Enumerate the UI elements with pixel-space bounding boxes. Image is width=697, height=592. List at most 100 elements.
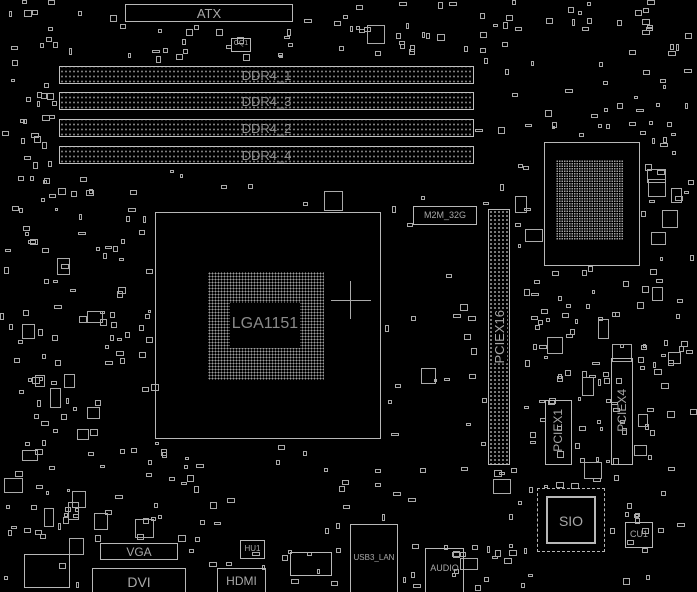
- usb-lan-connector[interactable]: USB3_LAN: [350, 524, 398, 592]
- m2-slot[interactable]: M2M_32G: [413, 206, 477, 225]
- smd-pad: [556, 482, 564, 489]
- smd-pad: [504, 68, 510, 75]
- smd-pad: [41, 354, 46, 360]
- smd-pad: [227, 498, 235, 503]
- smd-pad: [504, 557, 512, 565]
- smd-pad: [460, 558, 479, 570]
- dimm-slot-ddr4-4[interactable]: DDR4_4: [59, 146, 474, 164]
- dimm-label: DDR4_2: [241, 120, 292, 136]
- smd-pad: [668, 466, 675, 471]
- smd-pad: [602, 81, 609, 86]
- smd-pad: [49, 465, 56, 470]
- vga-label: VGA: [126, 545, 152, 559]
- smd-pad: [275, 460, 281, 465]
- smd-pad: [385, 325, 390, 332]
- smd-pad: [125, 332, 130, 339]
- smd-pad: [640, 365, 645, 371]
- pcie-x16-slot[interactable]: PCIEX16: [488, 209, 510, 465]
- smd-pad: [41, 440, 47, 446]
- hdmi-connector[interactable]: HDMI: [217, 568, 266, 592]
- dimm-slot-ddr4-1[interactable]: DDR4_1: [59, 66, 474, 84]
- smd-pad: [24, 231, 29, 236]
- smd-pad: [109, 312, 116, 319]
- smd-pad: [128, 207, 136, 212]
- smd-pad: [587, 17, 592, 25]
- pcie-x1-slot[interactable]: PCIEX1: [545, 400, 572, 465]
- smd-pad: [391, 433, 400, 437]
- smd-pad: [34, 413, 39, 420]
- smd-pad: [515, 222, 522, 227]
- sio-chip[interactable]: SIO: [546, 496, 596, 544]
- smd-pad: [70, 289, 77, 293]
- smd-pad: [660, 353, 666, 358]
- smd-pad: [51, 335, 59, 341]
- hu1-chip[interactable]: HU1: [240, 540, 265, 559]
- dimm-slot-ddr4-3[interactable]: DDR4_3: [59, 92, 474, 110]
- smd-pad: [252, 551, 261, 556]
- smd-pad: [677, 523, 685, 527]
- smd-pad: [546, 336, 564, 354]
- smd-pad: [604, 378, 610, 384]
- pcie-x4-slot[interactable]: PCIEX4: [611, 358, 633, 465]
- smd-pad: [24, 528, 32, 533]
- cq1-component[interactable]: CQ1: [231, 38, 251, 52]
- smd-pad: [72, 491, 86, 508]
- smd-pad: [134, 519, 155, 539]
- smd-pad: [638, 414, 649, 427]
- smd-pad: [336, 523, 340, 529]
- smd-pad: [399, 1, 407, 7]
- smd-pad: [11, 46, 19, 50]
- audio-connector[interactable]: AUDIO: [425, 548, 464, 592]
- smd-pad: [683, 190, 689, 195]
- smd-pad: [633, 444, 648, 456]
- smd-pad: [53, 42, 58, 49]
- smd-pad: [655, 103, 661, 108]
- smd-pad: [138, 229, 145, 236]
- smd-pad: [180, 481, 187, 486]
- smd-pad: [661, 490, 666, 496]
- smd-pad: [606, 124, 610, 130]
- smd-pad: [420, 467, 427, 474]
- smd-pad: [5, 248, 11, 252]
- smd-pad: [557, 451, 565, 458]
- vga-connector[interactable]: VGA: [100, 543, 178, 560]
- smd-pad: [42, 247, 49, 254]
- smd-pad: [518, 244, 522, 248]
- smd-pad: [642, 30, 650, 35]
- usb-header[interactable]: [24, 554, 70, 588]
- smd-pad: [155, 441, 159, 446]
- smd-pad: [105, 509, 112, 516]
- cu1-label: CU1: [629, 529, 648, 539]
- smd-pad: [565, 370, 571, 376]
- smd-pad: [642, 7, 650, 14]
- smd-pad: [641, 344, 647, 351]
- smd-pad: [509, 549, 518, 556]
- smd-pad: [199, 519, 205, 526]
- smd-pad: [662, 137, 668, 143]
- dimm-slot-ddr4-2[interactable]: DDR4_2: [59, 119, 474, 137]
- smd-pad: [34, 136, 41, 144]
- usb-header-front[interactable]: [290, 552, 332, 576]
- cq1-label: CQ1: [233, 40, 249, 47]
- dvi-connector[interactable]: DVI: [92, 568, 186, 592]
- smd-pad: [464, 46, 468, 53]
- smd-pad: [572, 19, 576, 26]
- smd-pad: [649, 199, 655, 203]
- chipset-bga: [556, 160, 624, 240]
- smd-pad: [474, 584, 482, 591]
- dimm-label: DDR4_3: [241, 93, 292, 109]
- smd-pad: [170, 169, 175, 173]
- cu1-chip[interactable]: CU1: [625, 522, 653, 548]
- smd-pad: [189, 549, 194, 553]
- dvi-label: DVI: [127, 574, 151, 590]
- atx-connector[interactable]: ATX: [125, 4, 293, 22]
- smd-pad: [411, 543, 420, 550]
- smd-pad: [482, 397, 487, 403]
- smd-pad: [660, 382, 669, 389]
- smd-pad: [88, 451, 94, 457]
- chipset-outline[interactable]: [544, 142, 640, 266]
- smd-pad: [22, 310, 29, 317]
- smd-pad: [51, 381, 57, 385]
- cpu-socket-outline[interactable]: [155, 212, 381, 439]
